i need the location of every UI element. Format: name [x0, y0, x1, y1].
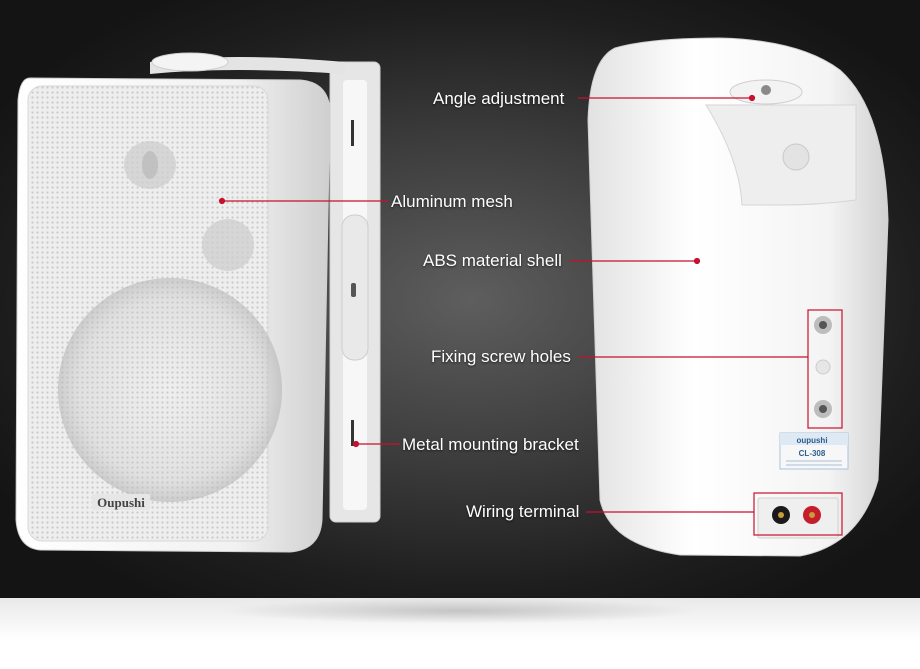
- callout-dot-shell: [693, 257, 701, 265]
- callout-abs-shell: ABS material shell: [423, 251, 562, 270]
- callout-dot-bracket: [352, 440, 360, 448]
- callout-fixing-screw-holes: Fixing screw holes: [431, 347, 571, 366]
- callout-angle-adjustment: Angle adjustment: [433, 89, 565, 108]
- callout-metal-mounting-bracket: Metal mounting bracket: [402, 435, 579, 454]
- right-speaker: oupushi CL-308: [587, 37, 889, 557]
- mounting-bracket: [150, 52, 381, 523]
- label-model: CL-308: [799, 449, 826, 458]
- callout-lines: [218, 94, 843, 536]
- white-floor: [0, 598, 920, 669]
- screw-holes-highlight: [807, 309, 843, 429]
- left-speaker: Oupushi: [15, 77, 331, 553]
- brand-logo: Oupushi: [97, 495, 145, 510]
- terminal-highlight: [753, 492, 843, 536]
- callout-wiring-terminal: Wiring terminal: [466, 502, 580, 521]
- label-brand: oupushi: [796, 436, 827, 445]
- callout-aluminum-mesh: Aluminum mesh: [391, 192, 513, 211]
- callout-dot-angle: [748, 94, 756, 102]
- callout-dot-mesh: [218, 197, 226, 205]
